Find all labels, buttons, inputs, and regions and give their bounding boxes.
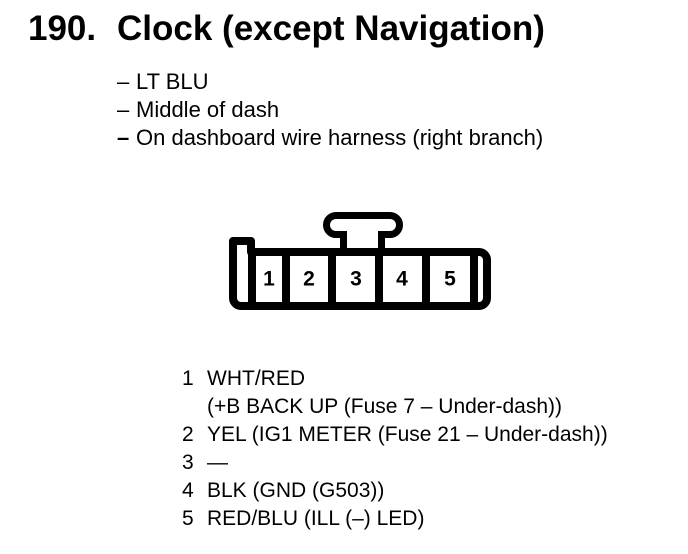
note-text: LT BLU bbox=[136, 69, 209, 94]
pin-cavity-number: 2 bbox=[303, 267, 315, 291]
pin-list: 1 WHT/RED (+B BACK UP (Fuse 7 – Under-da… bbox=[182, 365, 608, 533]
pin-label: YEL (IG1 METER (Fuse 21 – Under-dash)) bbox=[207, 423, 608, 446]
pin-number: 2 bbox=[182, 423, 194, 446]
pin-number-spacer bbox=[182, 393, 207, 421]
pin-cavity-number: 3 bbox=[350, 267, 362, 291]
note-location: – Middle of dash bbox=[117, 96, 543, 124]
pin-number: 1 bbox=[182, 367, 194, 390]
pin-number: 3 bbox=[182, 451, 194, 474]
dash-bullet: – bbox=[117, 125, 130, 150]
connector-drawing bbox=[229, 212, 491, 310]
pin-row: 4 BLK (GND (G503)) bbox=[182, 477, 608, 505]
section-title-text: Clock (except Navigation) bbox=[117, 9, 545, 48]
pin-label: RED/BLU (ILL (–) LED) bbox=[207, 507, 425, 530]
notes-list: – LT BLU – Middle of dash – On dashboard… bbox=[117, 68, 543, 152]
pin-label: WHT/RED bbox=[207, 367, 305, 390]
pin-row-continuation: (+B BACK UP (Fuse 7 – Under-dash)) bbox=[182, 393, 608, 421]
note-color: – LT BLU bbox=[117, 68, 543, 96]
pin-label-detail: (+B BACK UP (Fuse 7 – Under-dash)) bbox=[207, 395, 563, 418]
page-title: 190. Clock (except Navigation) bbox=[28, 8, 545, 50]
note-harness: – On dashboard wire harness (right branc… bbox=[117, 124, 543, 152]
note-text: On dashboard wire harness (right branch) bbox=[136, 125, 544, 150]
section-number: 190. bbox=[28, 9, 97, 48]
pin-row: 3 — bbox=[182, 449, 608, 477]
pin-label: — bbox=[207, 451, 228, 474]
pin-number: 5 bbox=[182, 507, 194, 530]
pin-label: BLK (GND (G503)) bbox=[207, 479, 385, 502]
pin-cavity-number: 1 bbox=[263, 267, 275, 291]
pin-number: 4 bbox=[182, 479, 194, 502]
pin-cavity-number: 5 bbox=[444, 267, 456, 291]
note-text: Middle of dash bbox=[136, 97, 280, 122]
pin-row: 1 WHT/RED bbox=[182, 365, 608, 393]
pin-row: 5 RED/BLU (ILL (–) LED) bbox=[182, 505, 608, 533]
connector-diagram: 1 2 3 4 5 bbox=[220, 205, 500, 317]
dash-bullet: – bbox=[117, 97, 130, 122]
pin-cavity-number: 4 bbox=[396, 267, 408, 291]
dash-bullet: – bbox=[117, 69, 130, 94]
pin-row: 2 YEL (IG1 METER (Fuse 21 – Under-dash)) bbox=[182, 421, 608, 449]
connector-tab bbox=[323, 212, 403, 261]
